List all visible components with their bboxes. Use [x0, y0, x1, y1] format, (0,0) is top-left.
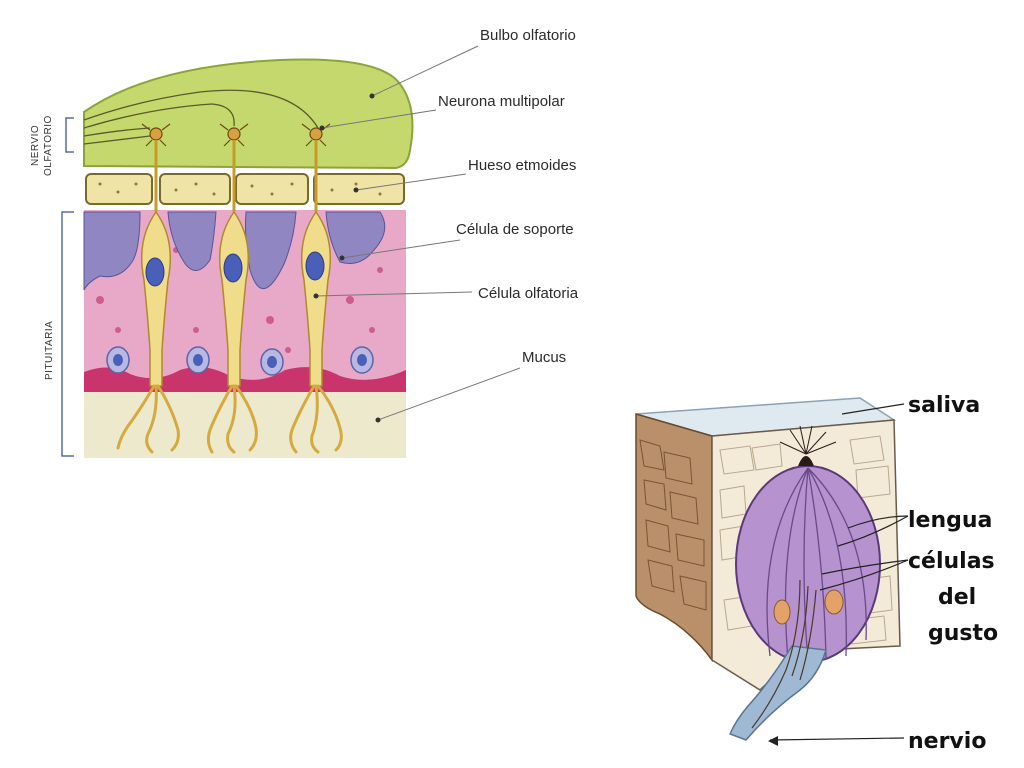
bone-texture [98, 182, 382, 196]
ethmoid-bone [85, 173, 405, 205]
neuron-1 [141, 123, 171, 147]
olfactory-cilia [116, 384, 343, 454]
nerve-fibres-taste [751, 579, 817, 729]
olfactory-cell-2 [219, 210, 249, 387]
olfactory-leader-lines [315, 45, 521, 421]
label-bulbo-olfatorio: Bulbo olfatorio [480, 27, 576, 44]
mucus-layer [84, 380, 406, 458]
taste-bud-diagram: saliva lengua células del gusto nervio [635, 393, 998, 754]
basal-border [84, 367, 406, 392]
olfactory-leader-dots [313, 93, 381, 423]
label-del: del [938, 585, 976, 610]
label-nervio: nervio [908, 729, 986, 754]
taste-basal-cells [773, 589, 844, 625]
label-gusto: gusto [928, 621, 998, 646]
label-saliva: saliva [908, 393, 980, 418]
pore-hairs [779, 425, 837, 455]
nerve-arrow-head [768, 736, 778, 746]
nerve-fibres [83, 89, 319, 145]
label-neurona-multipolar: Neurona multipolar [438, 93, 565, 110]
pituitary-label: PITUITARIA [44, 321, 55, 380]
label-celula-de-soporte: Célula de soporte [456, 221, 574, 238]
taste-pore [798, 456, 814, 466]
basal-cells [106, 346, 374, 376]
label-lengua: lengua [908, 508, 992, 533]
label-mucus: Mucus [522, 349, 566, 366]
label-hueso-etmoides: Hueso etmoides [468, 157, 576, 174]
olfactory-bulb [83, 58, 414, 170]
label-celulas: células [908, 549, 995, 574]
nerve-label-line1: NERVIO [30, 125, 41, 166]
taste-nerve [729, 645, 827, 741]
tongue-side-face [635, 413, 713, 663]
label-celula-olfatoria: Célula olfatoria [478, 285, 579, 302]
taste-leader-lines [769, 403, 909, 741]
taste-bud [735, 465, 881, 663]
side-brackets [61, 117, 74, 457]
olfactory-diagram: NERVIO OLFATORIO PITUITARIA Bulbo olfato… [30, 27, 579, 458]
taste-cell-stripes [766, 467, 867, 663]
tongue-cell-pattern [639, 439, 707, 611]
nerve-label-line2: OLFATORIO [43, 115, 54, 176]
support-cells [83, 211, 386, 291]
